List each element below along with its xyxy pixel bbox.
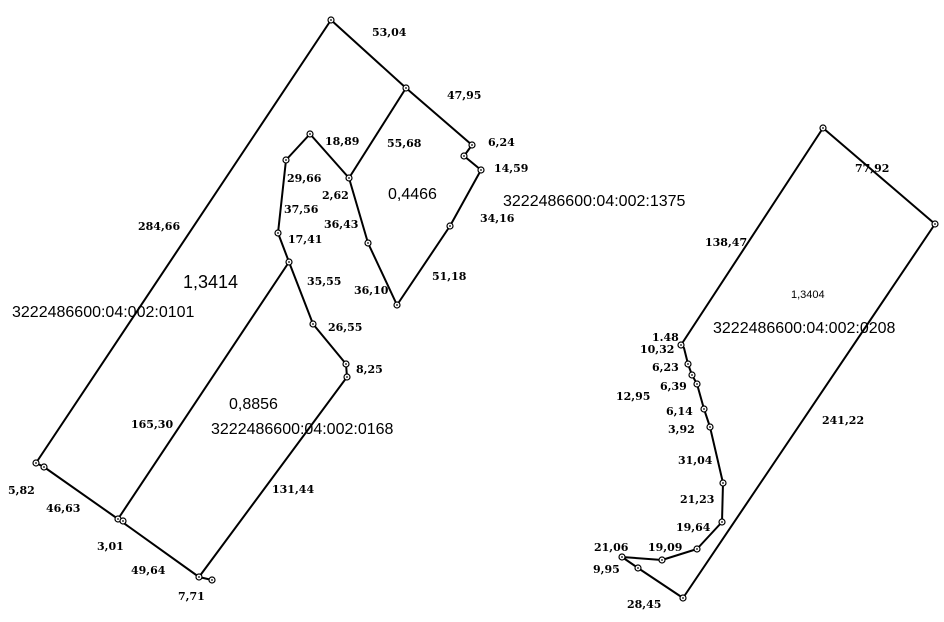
dimension-label: 241,22 [822, 414, 864, 427]
vertex [446, 222, 454, 230]
vertex [345, 174, 353, 182]
dimension-label: 36,10 [354, 284, 389, 297]
dimension-label: 51,18 [432, 270, 467, 283]
vertex [343, 373, 351, 381]
vertex [402, 84, 410, 92]
parcel-0168-area: 0,8856 [229, 396, 278, 413]
dimension-label: 14,59 [494, 162, 528, 175]
vertex [282, 156, 290, 164]
vertex [327, 16, 335, 24]
vertex [679, 594, 687, 602]
vertex [208, 576, 216, 584]
parcel-0101-cadastral-number: 3222486600:04:002:0101 [12, 304, 195, 321]
dimension-label: 12,95 [616, 390, 650, 403]
dimension-label: 18,89 [325, 135, 359, 148]
dimension-label: 26,55 [328, 321, 362, 334]
dimension-label: 8,25 [356, 363, 383, 376]
vertex-markers [32, 16, 939, 602]
dimension-label: 47,95 [447, 89, 481, 102]
dimension-label: 3,01 [97, 540, 124, 553]
parcel-0168-cadastral-number: 3222486600:04:002:0168 [211, 421, 394, 438]
dimension-label: 31,04 [678, 454, 713, 467]
parcel-0208-area: 1,3404 [791, 289, 825, 301]
vertex [618, 553, 626, 561]
dimension-label: 165,30 [131, 418, 173, 431]
dimension-label: 6,23 [652, 361, 679, 374]
dimension-label: 6,14 [666, 405, 693, 418]
vertex [468, 141, 476, 149]
dimension-label: 6,24 [488, 136, 515, 149]
dimension-label: 46,63 [46, 502, 80, 515]
vertex [684, 360, 692, 368]
vertex [285, 258, 293, 266]
dimension-label: 37,56 [284, 203, 319, 216]
dimension-label: 49,64 [131, 564, 166, 577]
dimension-label: 5,82 [8, 484, 35, 497]
parcel-1375-area: 0,4466 [388, 186, 437, 203]
dimension-label: 21,06 [594, 541, 629, 554]
dimension-label: 138,47 [705, 236, 747, 249]
parcel-1375-cadastral-number: 3222486600:04:002:1375 [503, 193, 686, 210]
dimension-label: 7,71 [178, 590, 205, 603]
vertex [658, 556, 666, 564]
vertex [819, 124, 827, 132]
dimension-label: 131,44 [272, 483, 314, 496]
vertex [477, 166, 485, 174]
vertex [719, 479, 727, 487]
dimension-label: 17,41 [288, 233, 322, 246]
dimension-label: 19,64 [676, 521, 711, 534]
vertex [364, 239, 372, 247]
vertex [306, 130, 314, 138]
dimension-label: 35,55 [307, 275, 341, 288]
parcel-1375-divider [348, 87, 407, 179]
vertex [119, 517, 127, 525]
dimension-label: 34,16 [480, 212, 515, 225]
dimension-label: 77,92 [855, 162, 889, 175]
dimension-label: 53,04 [372, 26, 407, 39]
vertex [32, 459, 40, 467]
vertex [40, 463, 48, 471]
vertex [693, 545, 701, 553]
dimension-label: 9,95 [593, 563, 620, 576]
dimension-labels: 53,04 47,95 6,24 14,59 55,68 18,89 29,66… [8, 26, 889, 611]
parcel-0208-cadastral-number: 3222486600:04:002:0208 [713, 320, 896, 337]
vertex [688, 371, 696, 379]
vertex [706, 423, 714, 431]
vertex [342, 360, 350, 368]
parcel-0101-area: 1,3414 [183, 272, 238, 292]
parcel-0168-divider [117, 261, 290, 520]
dimension-label: 6,39 [660, 380, 687, 393]
dimension-label: 36,43 [324, 218, 358, 231]
vertex [195, 573, 203, 581]
dimension-label: 55,68 [387, 137, 422, 150]
vertex [700, 405, 708, 413]
vertex [718, 518, 726, 526]
dimension-label: 1.48 [652, 331, 679, 344]
vertex [274, 229, 282, 237]
dimension-label: 10,32 [640, 343, 674, 356]
dimension-label: 284,66 [138, 220, 180, 233]
dimension-label: 29,66 [287, 172, 322, 185]
vertex [677, 341, 685, 349]
dimension-label: 19,09 [648, 541, 682, 554]
parcel-0101-outline[interactable] [35, 19, 482, 578]
vertex [693, 380, 701, 388]
vertex [634, 564, 642, 572]
dimension-label: 2,62 [322, 189, 349, 202]
vertex [309, 320, 317, 328]
vertex [931, 220, 939, 228]
dimension-label: 3,92 [668, 423, 695, 436]
vertex [393, 301, 401, 309]
vertex [460, 152, 468, 160]
dimension-label: 21,23 [680, 493, 714, 506]
dimension-label: 28,45 [627, 598, 661, 611]
